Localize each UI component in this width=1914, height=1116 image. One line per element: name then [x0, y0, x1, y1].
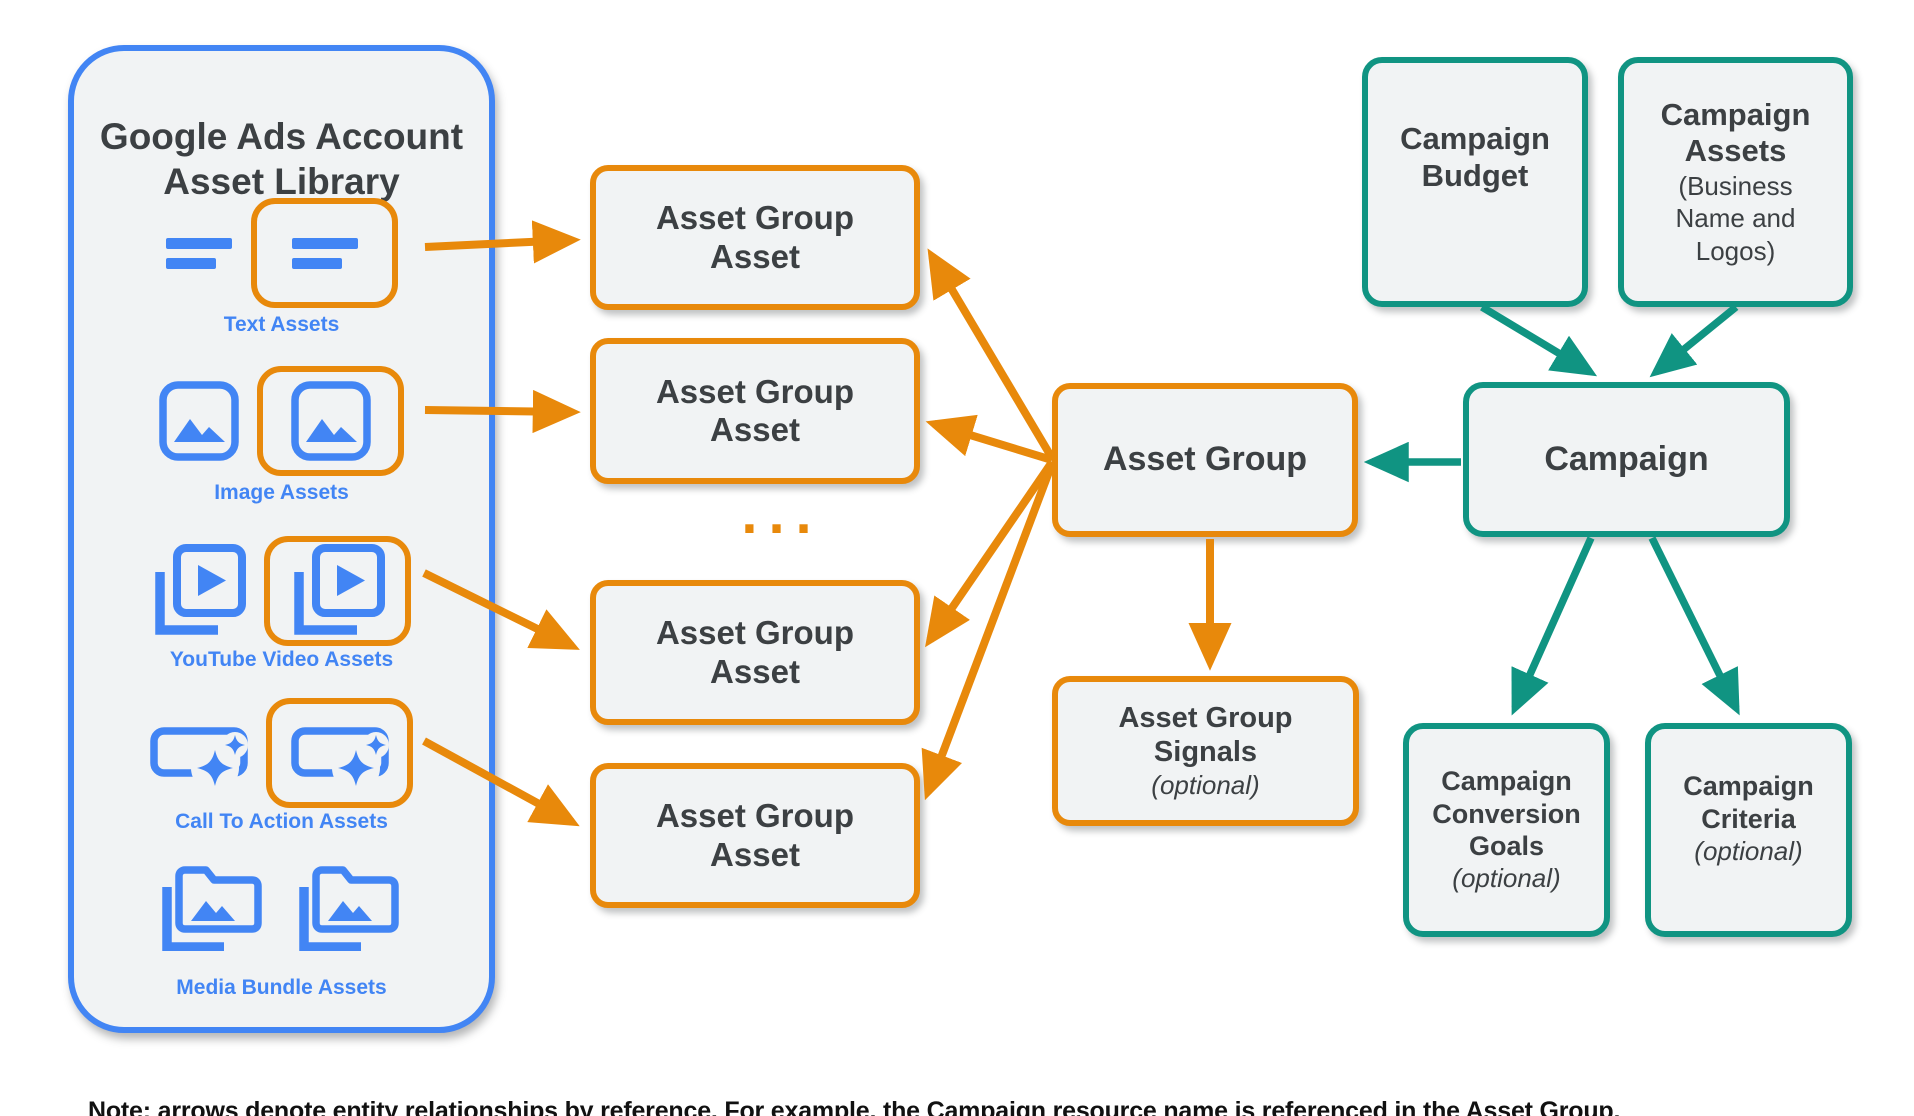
library-row-cta-assets	[74, 698, 489, 808]
media-bundle-assets-label: Media Bundle Assets	[176, 976, 387, 999]
asset-group-signals-box: Asset Group Signals (optional)	[1052, 676, 1359, 826]
asset-group-asset-box-2: Asset Group Asset	[590, 338, 920, 484]
arrow-asset-group-to-box1	[927, 248, 1056, 461]
youtube-video-assets-label: YouTube Video Assets	[169, 648, 394, 671]
campaign-criteria-title: Campaign Criteria	[1683, 771, 1814, 834]
campaign-assets-subtitle: (Business Name and Logos)	[1675, 170, 1796, 266]
media-folder-icon	[297, 861, 403, 951]
selected-text-asset-frame	[251, 198, 398, 308]
asset-group-box: Asset Group	[1052, 383, 1358, 537]
asset-group-asset-title: Asset Group Asset	[655, 372, 855, 448]
video-play-icon	[152, 544, 246, 638]
asset-group-title: Asset Group	[1102, 440, 1308, 479]
asset-group-asset-title: Asset Group Asset	[655, 797, 855, 873]
text-lines-icon	[291, 236, 359, 270]
media-folder-icon	[160, 861, 266, 951]
image-assets-label: Image Assets	[214, 481, 349, 504]
arrow-campaign-assets-to-campaign	[1649, 304, 1739, 378]
library-title-line1: Google Ads Account	[99, 115, 464, 157]
campaign-budget-title: Campaign Budget	[1400, 121, 1550, 193]
asset-group-signals-optional: (optional)	[1151, 769, 1260, 800]
campaign-criteria-optional: (optional)	[1694, 836, 1803, 867]
call-to-action-assets-label: Call To Action Assets	[175, 810, 388, 833]
footnote: Note: arrows denote entity relationships…	[88, 1097, 1621, 1116]
arrow-campaign-to-criteria	[1648, 536, 1740, 716]
campaign-assets-title: Campaign Assets	[1660, 96, 1811, 169]
selected-image-asset-frame	[257, 366, 404, 476]
text-assets-label: Text Assets	[223, 313, 340, 336]
library-title: Google Ads Account Asset Library	[74, 114, 489, 204]
asset-group-signals-title: Asset Group Signals	[1118, 701, 1293, 768]
library-row-video-assets	[74, 536, 489, 646]
library-row-text-assets	[74, 198, 489, 308]
asset-group-asset-box-1: Asset Group Asset	[590, 165, 920, 310]
campaign-criteria-box: Campaign Criteria (optional)	[1645, 723, 1852, 937]
campaign-assets-box: Campaign Assets (Business Name and Logos…	[1618, 57, 1853, 307]
selected-cta-asset-frame	[266, 698, 413, 808]
library-row-media-bundle-assets	[74, 851, 489, 961]
campaign-conversion-goals-title: Campaign Conversion Goals	[1432, 766, 1581, 861]
campaign-title: Campaign	[1544, 439, 1709, 478]
arrow-asset-group-to-box4	[921, 462, 1056, 801]
video-play-icon	[291, 544, 385, 638]
image-icon	[291, 381, 371, 461]
arrow-budget-to-campaign	[1480, 303, 1598, 377]
arrow-asset-group-to-box3	[925, 459, 1056, 648]
library-title-line2: Asset Library	[163, 160, 400, 202]
asset-group-asset-box-3: Asset Group Asset	[590, 580, 920, 725]
cta-sparkle-icon	[150, 720, 248, 786]
arrow-asset-group-to-box2	[925, 414, 1054, 464]
asset-group-asset-title: Asset Group Asset	[655, 199, 855, 275]
asset-library-container: Google Ads Account Asset Library Text As…	[68, 45, 495, 1033]
campaign-conversion-goals-box: Campaign Conversion Goals (optional)	[1403, 723, 1610, 937]
arrow-campaign-to-conversion-goals	[1511, 536, 1595, 716]
selected-video-asset-frame	[264, 536, 411, 646]
library-row-image-assets	[74, 366, 489, 476]
asset-group-asset-title: Asset Group Asset	[655, 614, 855, 690]
image-icon	[159, 381, 239, 461]
campaign-budget-box: Campaign Budget	[1362, 57, 1588, 307]
cta-sparkle-icon	[291, 720, 389, 786]
more-assets-ellipsis: ...	[741, 481, 823, 546]
asset-group-asset-box-4: Asset Group Asset	[590, 763, 920, 908]
text-lines-icon	[165, 236, 233, 270]
campaign-box: Campaign	[1463, 382, 1790, 537]
campaign-conversion-goals-optional: (optional)	[1452, 863, 1561, 894]
